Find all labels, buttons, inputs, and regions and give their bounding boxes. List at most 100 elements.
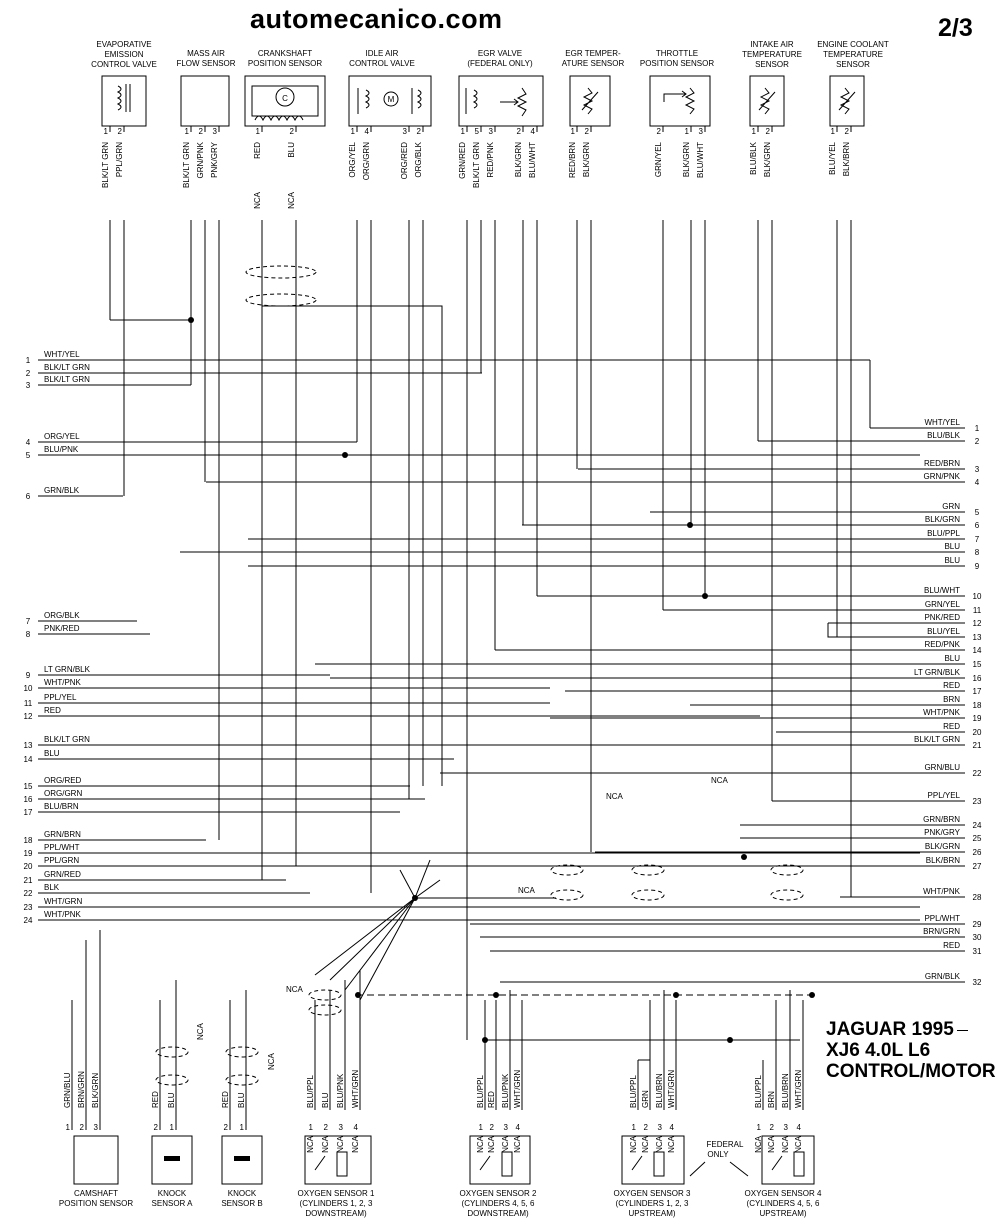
- top-component-box: [829, 75, 865, 127]
- top-component-title: EVAPORATIVE: [96, 40, 151, 49]
- nca-label: NCA: [476, 1135, 485, 1153]
- shield-ellipse: [550, 864, 584, 876]
- bottom-wire-color: BLK/GRN: [91, 1073, 100, 1108]
- top-pin-number: 2: [845, 127, 850, 136]
- splice-dot: [493, 992, 499, 998]
- right-pin-number: 19: [973, 714, 982, 723]
- bottom-component-box: [621, 1135, 685, 1185]
- top-pin-number: 4: [531, 127, 536, 136]
- top-component-title: POSITION SENSOR: [640, 59, 714, 68]
- right-wire-label: GRN/BRN: [923, 815, 960, 824]
- left-pin-number: 5: [26, 451, 31, 460]
- top-pin-number: 2: [657, 127, 662, 136]
- right-wire-label: BLK/LT GRN: [914, 735, 960, 744]
- top-pin-number: 1: [351, 127, 356, 136]
- top-pin-number: 2: [517, 127, 522, 136]
- left-pin-number: 12: [24, 712, 33, 721]
- vehicle-title-block: JAGUAR 1995 XJ6 4.0L L6 CONTROL/MOTOR: [826, 1019, 996, 1082]
- top-component-title: TEMPERATURE: [742, 50, 802, 59]
- top-component-title: IDLE AIR: [366, 49, 399, 58]
- oxygen-sensor-icon: [314, 1151, 348, 1177]
- right-wire-label: WHT/PNK: [923, 708, 961, 717]
- top-component-title: CONTROL VALVE: [349, 59, 415, 68]
- bottom-wire-color: BLU: [237, 1092, 246, 1108]
- top-component-box: [649, 75, 711, 127]
- bottom-pin-number: 1: [66, 1123, 71, 1132]
- left-wire-label: ORG/GRN: [44, 789, 82, 798]
- bottom-component-title: KNOCK: [228, 1189, 257, 1198]
- right-pin-number: 6: [975, 521, 980, 530]
- top-wire-color: RED: [253, 142, 262, 159]
- bottom-wire-color: BRN: [767, 1091, 776, 1108]
- federal-only-label: FEDERAL: [707, 1140, 744, 1149]
- bottom-wire-color: BRN/GRN: [77, 1071, 86, 1108]
- splice-dot: [482, 1037, 488, 1043]
- bottom-component-title: UPSTREAM): [759, 1209, 806, 1218]
- top-wire-color: ORG/BLK: [414, 141, 423, 177]
- thermistor-icon: [758, 87, 776, 115]
- left-wire-label: PNK/RED: [44, 624, 80, 633]
- top-component-title: EGR TEMPER-: [565, 49, 621, 58]
- left-wire-label: BLK: [44, 883, 60, 892]
- right-pin-number: 31: [973, 947, 982, 956]
- valve-sensor-icon: [465, 87, 528, 117]
- bottom-pin-number: 4: [670, 1123, 675, 1132]
- nca-label: NCA: [336, 1135, 345, 1153]
- right-pin-number: 7: [975, 535, 980, 544]
- top-component-title: SENSOR: [836, 60, 870, 69]
- nca-label: NCA: [641, 1135, 650, 1153]
- left-wire-label: LT GRN/BLK: [44, 665, 91, 674]
- splice-dot: [809, 992, 815, 998]
- nca-label: NCA: [286, 985, 304, 994]
- right-wire-label: RED: [943, 722, 960, 731]
- nca-label: NCA: [781, 1135, 790, 1153]
- bottom-component-box: [73, 1135, 119, 1185]
- crank-sensor-glyph: C: [282, 94, 288, 103]
- right-wire-label: RED: [943, 681, 960, 690]
- left-pin-number: 21: [24, 876, 33, 885]
- bottom-wire-color: BLU/BRN: [655, 1073, 664, 1108]
- top-wire-color: BLK/GRN: [763, 142, 772, 177]
- top-wire-color: RED/BRN: [568, 142, 577, 178]
- top-wire-color: GRN/PNK: [196, 141, 205, 178]
- top-wire-color: BLU/BLK: [749, 141, 758, 175]
- left-pin-number: 11: [24, 699, 33, 708]
- left-wire-label: BLK/LT GRN: [44, 363, 90, 372]
- right-wire-label: WHT/YEL: [924, 418, 960, 427]
- top-component-box: [348, 75, 432, 127]
- right-pin-number: 2: [975, 437, 980, 446]
- shield-ellipse: [770, 864, 804, 876]
- thermistor-icon: [581, 87, 599, 115]
- nca-label: NCA: [487, 1135, 496, 1153]
- left-wire-label: BLU/PNK: [44, 445, 79, 454]
- shield-layer: [155, 265, 804, 1086]
- top-component-title: EGR VALVE: [478, 49, 522, 58]
- top-component-box: [458, 75, 544, 127]
- top-pin-number: 3: [213, 127, 218, 136]
- coil-icon: [251, 85, 319, 122]
- solenoid-icon: [116, 84, 131, 112]
- nca-label: NCA: [754, 1135, 763, 1153]
- bottom-wire-color: GRN/BLU: [63, 1072, 72, 1108]
- right-pin-number: 8: [975, 548, 980, 557]
- bottom-pin-number: 3: [784, 1123, 789, 1132]
- top-pin-number: 1: [571, 127, 576, 136]
- nca-label: NCA: [287, 191, 296, 209]
- right-wire-label: BLK/GRN: [925, 515, 960, 524]
- left-wire-label: WHT/PNK: [44, 678, 82, 687]
- right-wire-label: BRN/GRN: [923, 927, 960, 936]
- oxygen-sensor-icon: [479, 1151, 513, 1177]
- bottom-pin-number: 3: [658, 1123, 663, 1132]
- oxygen-sensor-icon: [631, 1151, 665, 1177]
- bottom-pin-number: 1: [170, 1123, 175, 1132]
- bottom-wire-color: RED: [151, 1091, 160, 1108]
- right-wire-label: GRN/PNK: [924, 472, 961, 481]
- left-wire-label: PPL/WHT: [44, 843, 80, 852]
- top-component-title: TEMPERATURE: [823, 50, 883, 59]
- top-component-title: FLOW SENSOR: [176, 59, 235, 68]
- top-component-title: EMISSION: [104, 50, 143, 59]
- right-pin-number: 10: [973, 592, 982, 601]
- bottom-pin-number: 1: [479, 1123, 484, 1132]
- top-pin-number: 2: [417, 127, 422, 136]
- left-pin-number: 10: [24, 684, 33, 693]
